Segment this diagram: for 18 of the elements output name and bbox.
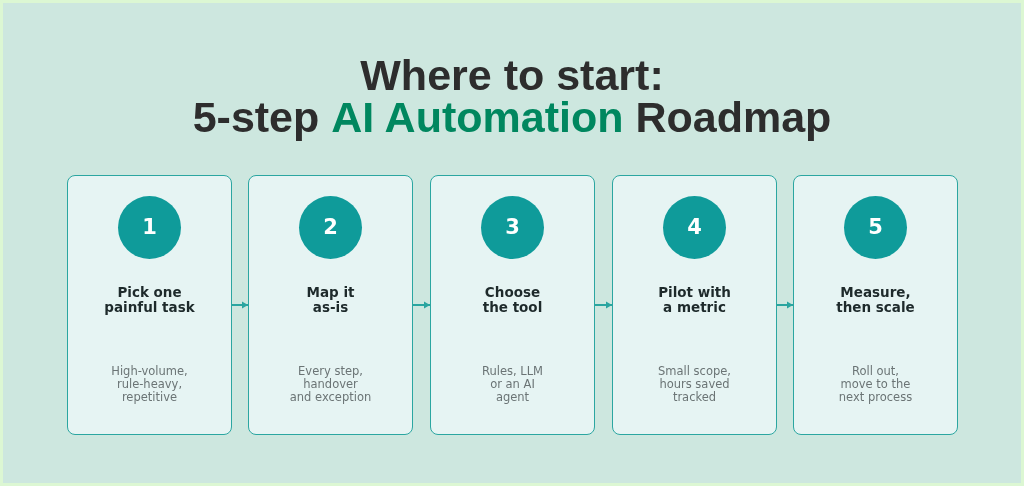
step-description: High-volume, rule-heavy, repetitive (111, 365, 188, 404)
step-title: Map it as-is (306, 285, 355, 315)
arrow (594, 301, 613, 309)
step-description: Every step, handover and exception (289, 365, 372, 404)
arrow (412, 301, 431, 309)
step-description: Small scope, hours saved tracked (658, 365, 731, 404)
step-card (430, 175, 595, 435)
step-card (612, 175, 777, 435)
arrow (776, 301, 794, 309)
step-title: Pilot with a metric (658, 285, 731, 315)
step-card (67, 175, 232, 435)
step-title: Choose the tool (482, 285, 543, 315)
step-card (248, 175, 413, 435)
step-description: Roll out, move to the next process (838, 365, 913, 404)
step-card (793, 175, 958, 435)
step-description: Rules, LLM or an AI agent (481, 365, 544, 404)
step-title: Pick one painful task (104, 285, 195, 315)
step-title: Measure, then scale (836, 285, 915, 315)
